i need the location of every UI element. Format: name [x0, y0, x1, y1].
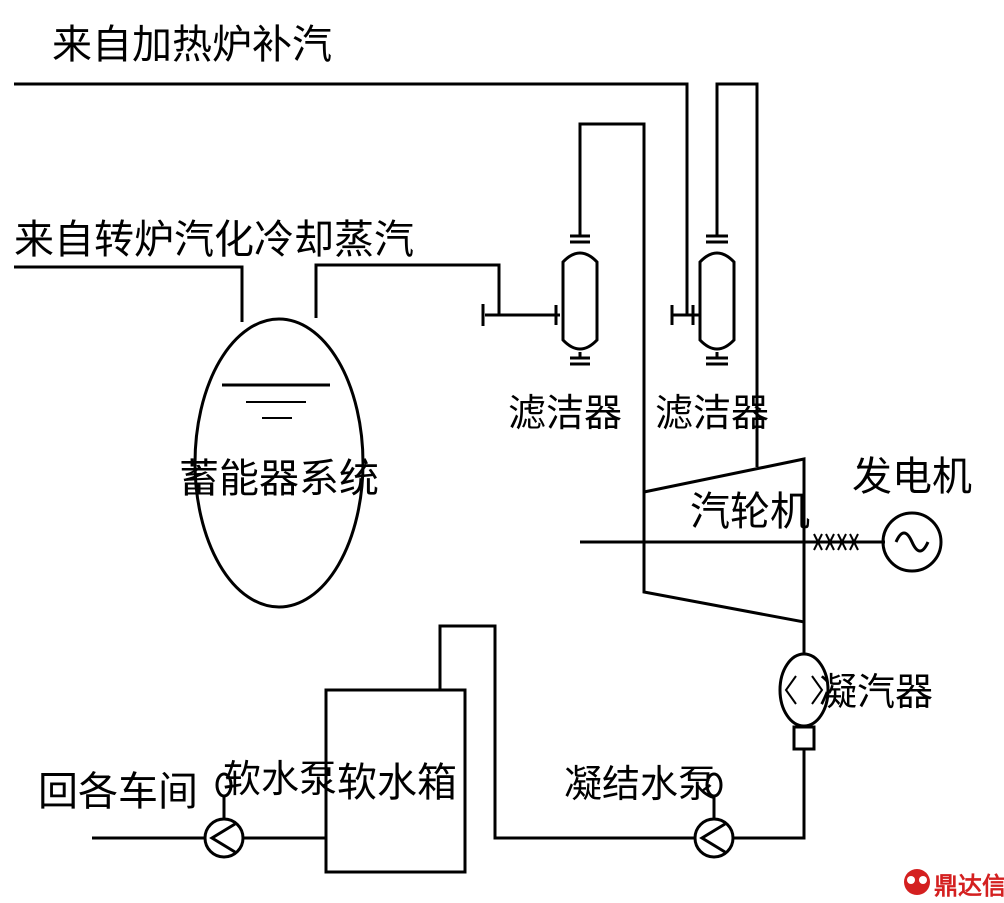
- label-return-workshops: 回各车间: [38, 769, 198, 815]
- accumulator-vessel: [193, 317, 365, 609]
- label-condenser: 凝汽器: [819, 670, 933, 714]
- label-condensate-pump: 凝结水泵: [564, 762, 716, 806]
- label-filter-2: 滤洁器: [655, 391, 769, 435]
- shaft-coupling: [810, 533, 885, 551]
- label-soft-water-tank: 软水箱: [337, 760, 457, 806]
- soft-water-tank: [324, 688, 467, 874]
- converter-steam-line: [14, 265, 244, 322]
- watermark-logo: [904, 869, 930, 895]
- steam-turbine: [580, 457, 810, 624]
- soft-water-pump: [203, 772, 245, 859]
- filter-1-vessel: [561, 122, 646, 592]
- label-heater-steam: 来自加热炉补汽: [52, 22, 332, 68]
- label-accumulator: 蓄能器系统: [179, 456, 379, 502]
- generator: [881, 511, 943, 573]
- label-soft-water-pump: 软水泵: [223, 757, 337, 801]
- label-generator: 发电机: [852, 454, 972, 500]
- condensate-outlet-line: [733, 749, 806, 840]
- label-converter-steam: 来自转炉汽化冷却蒸汽: [14, 217, 414, 263]
- watermark-text: 鼎达信: [934, 871, 1004, 900]
- label-turbine: 汽轮机: [690, 489, 810, 535]
- accumulator-outlet-line: [314, 263, 560, 326]
- label-filter-1: 滤洁器: [508, 391, 622, 435]
- heater-steam-line: [14, 82, 697, 325]
- filter-2-vessel: [691, 82, 759, 467]
- condensate-to-tank-line: [438, 624, 695, 840]
